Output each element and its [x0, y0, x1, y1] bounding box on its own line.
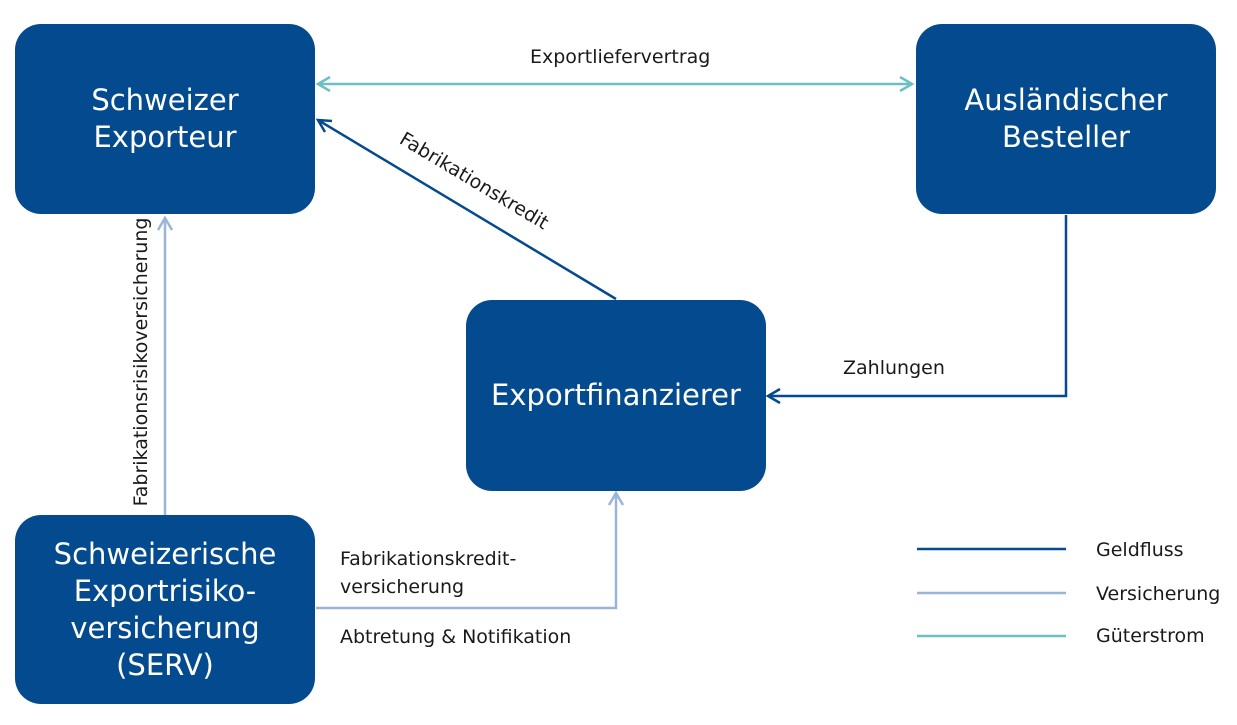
edge-label-fabrikationskreditversicherung: Fabrikationskredit- versicherung: [340, 545, 516, 601]
edge-fabrikationskredit: [315, 118, 617, 301]
edge-label-line: versicherung: [340, 576, 465, 598]
legend-label-gueterstrom: Güterstrom: [1096, 625, 1205, 647]
edge-fabrikationsrisikoversicherung: [156, 215, 174, 515]
edge-exportliefervertrag: [315, 75, 915, 93]
edge-label-fabrikationsrisikoversicherung: Fabrikationsrisikoversicherung: [130, 217, 152, 507]
legend-label-versicherung: Versicherung: [1096, 583, 1221, 605]
edge-label-abtretung: Abtretung & Notifikation: [340, 626, 572, 648]
node-serv: Schweizerische Exportrisiko- versicherun…: [15, 515, 315, 704]
edge-label-exportliefervertrag: Exportliefervertrag: [530, 46, 711, 68]
node-label-line: (SERV): [116, 647, 214, 682]
edge-zahlungen: [765, 215, 1068, 405]
edge-label-zahlungen: Zahlungen: [843, 357, 945, 379]
node-label-line: Exportfinanzierer: [491, 378, 741, 412]
node-label-line: Schweizerische: [53, 536, 277, 571]
node-label: Schweizer Exporteur: [91, 82, 238, 156]
node-exportfinanzierer: Exportfinanzierer: [466, 300, 766, 491]
node-label-line: versicherung: [70, 610, 260, 645]
node-label-line: Exportrisiko-: [73, 573, 257, 608]
node-label: Exportfinanzierer: [491, 377, 741, 414]
node-label: Ausländischer Besteller: [964, 82, 1167, 156]
node-label: Schweizerische Exportrisiko- versicherun…: [54, 536, 277, 684]
legend-label-geldfluss: Geldfluss: [1096, 539, 1184, 561]
node-label-line: Besteller: [1002, 120, 1130, 154]
edge-fabrikationskreditversicherung: [316, 490, 625, 610]
node-auslaendischer-besteller: Ausländischer Besteller: [916, 24, 1216, 214]
node-label-line: Schweizer: [91, 83, 239, 117]
node-schweizer-exporteur: Schweizer Exporteur: [15, 24, 315, 214]
node-label-line: Exporteur: [93, 120, 237, 154]
node-label-line: Ausländischer: [964, 83, 1168, 117]
edge-label-line: Fabrikationskredit-: [340, 548, 517, 570]
